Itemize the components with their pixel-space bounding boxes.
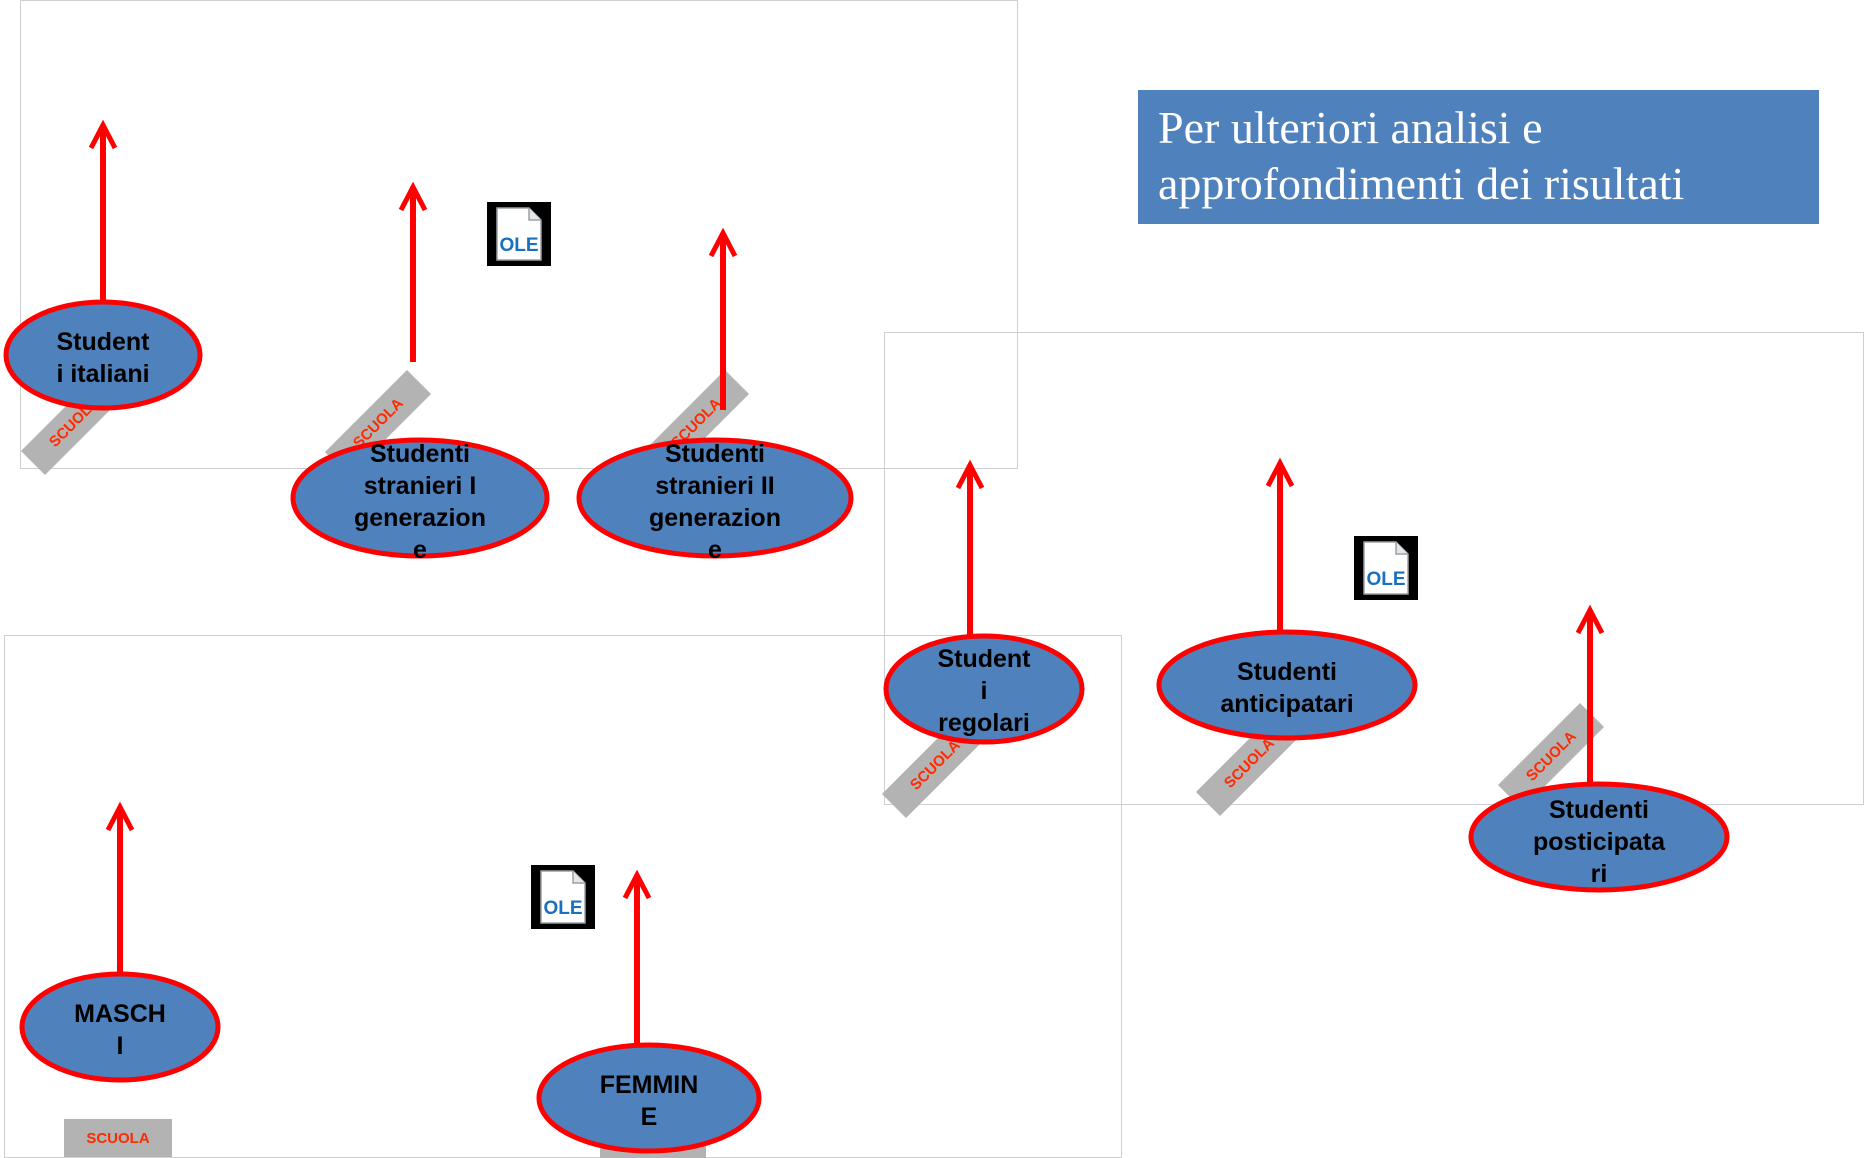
node-label-line: e (413, 536, 427, 564)
node-label-line: stranieri I (364, 472, 477, 500)
node-studenti-regolari[interactable]: SCUOLA Student i regolari (881, 459, 1085, 819)
node-label-line: ri (1591, 860, 1608, 888)
node-label-line: anticipatari (1220, 690, 1353, 718)
node-label-line: MASCH (74, 1000, 166, 1028)
arrow-head-icon (1575, 604, 1605, 635)
arrow-head-icon (105, 801, 135, 832)
node-label-line: posticipata (1533, 828, 1666, 856)
node-label-line: stranieri II (655, 472, 775, 500)
node-label-line: Student (937, 645, 1031, 673)
node-maschi[interactable]: SCUOLA MASCH I (19, 801, 221, 1157)
node-label-line: e (708, 536, 722, 564)
arrow-head-icon (708, 227, 738, 258)
ole-object-icon[interactable]: OLE (487, 202, 551, 266)
node-ellipse (3, 299, 203, 411)
node-label-line: Studenti (665, 440, 765, 468)
node-label-line: Studenti (1549, 796, 1649, 824)
node-studenti-italiani[interactable]: SCUOLA Student i italiani (3, 119, 203, 476)
node-studenti-stranieri-i-generazione[interactable]: SCUOLA Studenti stranieri I generazion e (290, 181, 550, 564)
ole-label: OLE (499, 235, 538, 256)
ole-label: OLE (543, 898, 582, 919)
node-label-line: Studenti (370, 440, 470, 468)
node-femmine[interactable]: FEMMIN E (536, 869, 762, 1158)
node-label-line: Studenti (1237, 658, 1337, 686)
node-ellipse (290, 437, 550, 559)
node-studenti-posticipatari[interactable]: SCUOLA Studenti posticipata ri (1468, 604, 1730, 893)
ole-object-icon[interactable]: OLE (531, 865, 595, 929)
ole-object-icon[interactable]: OLE (1354, 536, 1418, 600)
scuola-tag-label: SCUOLA (86, 1130, 150, 1147)
node-ellipse (1156, 629, 1418, 741)
title-line-1: Per ulteriori analisi e (1158, 102, 1543, 153)
node-label-line: generazion (354, 504, 486, 532)
arrow-head-icon (88, 119, 118, 150)
title-line-2: approfondimenti dei risultati (1158, 158, 1685, 209)
node-ellipse (576, 437, 854, 559)
arrow-head-icon (1265, 457, 1295, 488)
arrow-head-icon (622, 869, 652, 900)
ole-label: OLE (1366, 569, 1405, 590)
node-label-line: generazion (649, 504, 781, 532)
node-ellipse (883, 633, 1085, 745)
node-studenti-stranieri-ii-generazione[interactable]: SCUOLA Studenti stranieri II generazion … (576, 227, 854, 564)
title-box: Per ulteriori analisi e approfondimenti … (1138, 90, 1819, 224)
node-label-line: regolari (938, 709, 1030, 737)
node-label-line: i italiani (56, 360, 149, 388)
arrow-head-icon (398, 181, 428, 212)
node-label-line: E (641, 1103, 658, 1131)
node-label-line: Student (56, 328, 150, 356)
node-ellipse (1468, 781, 1730, 893)
node-studenti-anticipatari[interactable]: SCUOLA Studenti anticipatari (1156, 457, 1418, 817)
node-ellipse (19, 971, 221, 1083)
arrow-head-icon (955, 459, 985, 490)
node-label-line: FEMMIN (600, 1071, 699, 1099)
node-ellipse (536, 1042, 762, 1154)
node-label-line: i (981, 677, 988, 705)
node-label-line: I (117, 1032, 124, 1060)
scuola-tag: SCUOLA (64, 1119, 172, 1157)
